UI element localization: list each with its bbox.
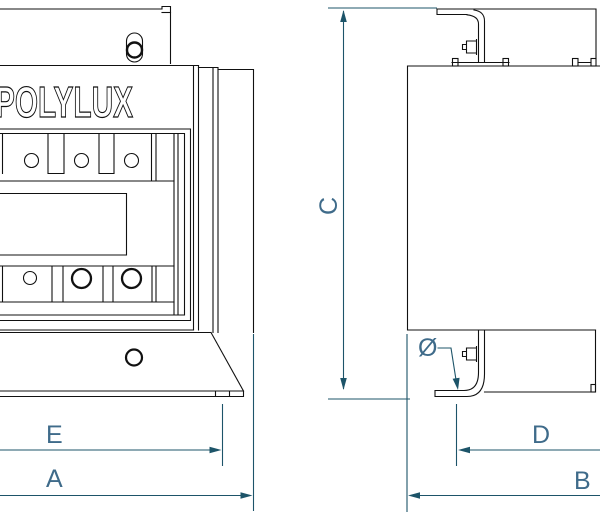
arrow-b-left (408, 492, 420, 499)
terminal-screw-ring (70, 267, 93, 290)
side-top-tab (571, 57, 579, 67)
front-flange-hole (124, 348, 144, 367)
terminal-screw-hole (73, 152, 90, 169)
front-side-step-1 (197, 66, 219, 334)
terminal-right-wall (173, 132, 179, 316)
terminal-recess-outer (0, 128, 192, 322)
dim-label-e: E (46, 421, 63, 449)
side-bottom-bolt (461, 345, 478, 363)
front-side-step-2 (217, 68, 255, 334)
dim-label-c: C (315, 197, 343, 215)
keyhole-hole (125, 41, 144, 59)
arrow-c-down (340, 378, 347, 390)
terminal-screw-ring (120, 267, 143, 290)
front-bottom-flange-edge (0, 390, 245, 398)
arrow-d-left (458, 446, 470, 454)
side-core-top (436, 8, 597, 59)
leader-line-diameter (437, 347, 458, 384)
rating-plate (0, 192, 128, 256)
arrow-e-right (209, 446, 222, 454)
terminal-screw-hole (23, 152, 40, 169)
dimension-annotations: E A C D B Ø (0, 7, 600, 512)
arrow-c-up (340, 10, 347, 22)
front-body-bottom-edge (0, 329, 212, 334)
dim-label-b: B (574, 467, 591, 495)
front-top-flange (0, 5, 172, 65)
terminal-strip-lower (0, 265, 175, 303)
arrow-a-right (240, 492, 253, 499)
front-view: POLYLUX (0, 5, 255, 398)
side-bottom-bracket (434, 329, 486, 398)
side-top-tab (590, 57, 597, 67)
dim-label-d: D (532, 421, 550, 449)
side-core-bottom (483, 329, 597, 393)
side-body (406, 65, 600, 331)
side-bottom-tab (590, 383, 597, 393)
terminal-recess-inner (0, 132, 186, 316)
terminal-screw-hole (123, 152, 140, 169)
terminal-strip-upper (0, 132, 175, 182)
side-top-bolt (461, 38, 478, 56)
dim-label-a: A (46, 465, 63, 493)
front-bottom-flange-chamfer (210, 331, 245, 392)
brand-logo: POLYLUX (0, 78, 133, 127)
arrow-diameter (452, 377, 460, 390)
side-view (406, 8, 600, 398)
front-body-right-edge (192, 64, 200, 331)
terminal-screw-hole (22, 270, 38, 286)
side-top-bracket (436, 8, 486, 63)
dim-label-diameter: Ø (418, 334, 437, 362)
